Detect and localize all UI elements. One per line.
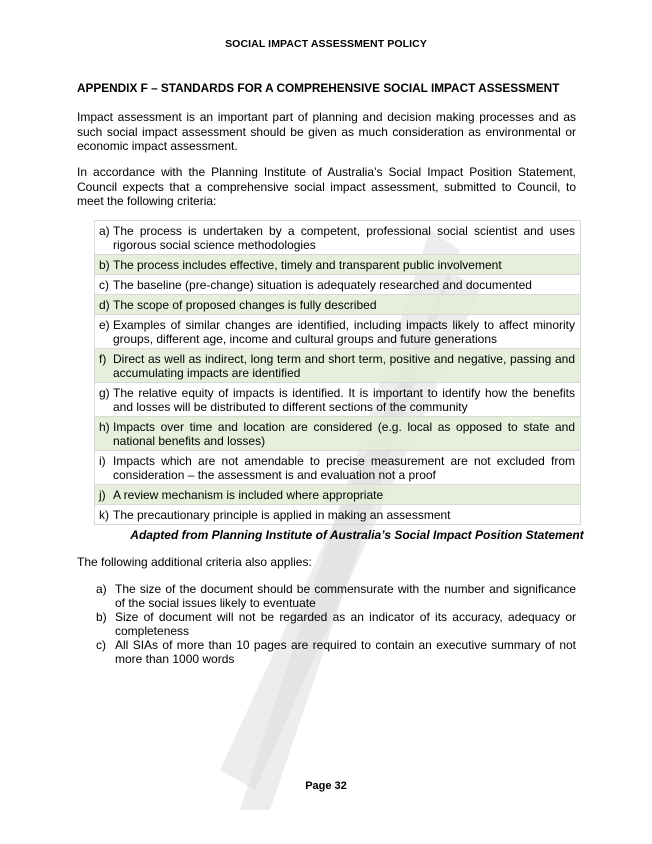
list-item-text: Size of document will not be regarded as… [115, 610, 576, 638]
criteria-row: h)Impacts over time and location are con… [94, 416, 581, 451]
criteria-row: j) A review mechanism is included where a… [94, 484, 581, 505]
criteria-letter: k) [99, 508, 109, 522]
list-item-letter: a) [96, 582, 107, 596]
criteria-text: Direct as well as indirect, long term an… [113, 352, 575, 380]
criteria-letter: g) [99, 386, 110, 400]
list-item-letter: c) [96, 638, 106, 652]
criteria-row: a)The process is undertaken by a compete… [94, 220, 581, 255]
page-number: Page 32 [305, 780, 347, 792]
criteria-letter: i) [99, 454, 106, 468]
additional-intro: The following additional criteria also a… [77, 555, 312, 569]
criteria-letter: a) [99, 224, 110, 238]
criteria-text: The process includes effective, timely a… [113, 258, 502, 272]
criteria-row: i) Impacts which are not amendable to pre… [94, 450, 581, 485]
criteria-text: Impacts which are not amendable to preci… [113, 454, 575, 482]
appendix-title: APPENDIX F – STANDARDS FOR A COMPREHENSI… [77, 81, 560, 95]
criteria-text: The relative equity of impacts is identi… [113, 386, 575, 414]
criteria-table: a)The process is undertaken by a compete… [94, 220, 581, 525]
table-caption: Adapted from Planning Institute of Austr… [130, 528, 584, 542]
intro-paragraph-2: In accordance with the Planning Institut… [77, 165, 576, 208]
page-header: SOCIAL IMPACT ASSESSMENT POLICY [225, 38, 427, 50]
criteria-row: b)The process includes effective, timely… [94, 254, 581, 275]
criteria-row: d)The scope of proposed changes is fully… [94, 294, 581, 315]
list-item: a) The size of the document should be com… [96, 582, 576, 610]
criteria-letter: h) [99, 420, 110, 434]
criteria-row: k) The precautionary principle is applied… [94, 504, 581, 525]
list-item: b) Size of document will not be regarded … [96, 610, 576, 638]
criteria-row: e)Examples of similar changes are identi… [94, 314, 581, 349]
list-item-letter: b) [96, 610, 107, 624]
criteria-letter: e) [99, 318, 110, 332]
criteria-text: The scope of proposed changes is fully d… [113, 298, 377, 312]
additional-criteria-list: a) The size of the document should be com… [96, 582, 576, 666]
intro-paragraph-1: Impact assessment is an important part o… [77, 110, 576, 153]
criteria-row: f) Direct as well as indirect, long term … [94, 348, 581, 383]
criteria-text: The process is undertaken by a competent… [113, 224, 575, 252]
criteria-letter: c) [99, 278, 109, 292]
criteria-text: Examples of similar changes are identifi… [113, 318, 575, 346]
criteria-text: The precautionary principle is applied i… [113, 508, 451, 522]
list-item-text: The size of the document should be comme… [115, 582, 576, 610]
criteria-letter: b) [99, 258, 110, 272]
criteria-row: g)The relative equity of impacts is iden… [94, 382, 581, 417]
list-item: c) All SIAs of more than 10 pages are req… [96, 638, 576, 666]
criteria-letter: j) [99, 488, 106, 502]
criteria-letter: d) [99, 298, 110, 312]
criteria-text: Impacts over time and location are consi… [113, 420, 575, 448]
criteria-text: A review mechanism is included where app… [113, 488, 384, 502]
criteria-row: c) The baseline (pre-change) situation is… [94, 274, 581, 295]
list-item-text: All SIAs of more than 10 pages are requi… [115, 638, 576, 666]
criteria-text: The baseline (pre-change) situation is a… [113, 278, 532, 292]
criteria-letter: f) [99, 352, 107, 366]
